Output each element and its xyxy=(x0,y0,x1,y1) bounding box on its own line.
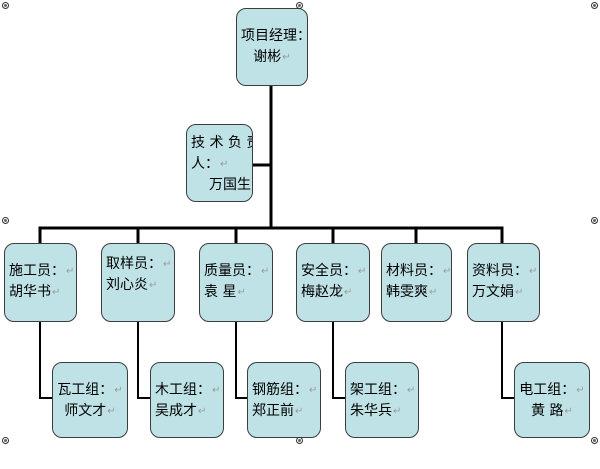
safety-officer-title: 安全员： xyxy=(301,263,357,279)
sampling-officer-title: 取样员： xyxy=(106,256,162,272)
materials-officer-title: 材料员： xyxy=(386,263,442,279)
carpentry-team-title: 木工组： xyxy=(155,382,211,398)
link-rebar-team xyxy=(235,322,247,399)
paragraph-mark-icon: ↵ xyxy=(198,406,207,417)
selection-handle-icon[interactable] xyxy=(591,217,598,224)
paragraph-mark-icon: ↵ xyxy=(344,287,353,298)
selection-handle-icon[interactable] xyxy=(2,437,9,444)
paragraph-mark-icon: ↵ xyxy=(358,266,367,277)
paragraph-mark-icon: ↵ xyxy=(282,52,291,63)
paragraph-mark-icon: ↵ xyxy=(407,385,416,396)
paragraph-mark-icon: ↵ xyxy=(163,259,172,270)
rebar-team-title: 钢筋组： xyxy=(252,382,308,398)
quality-officer-title: 质量员： xyxy=(204,263,260,279)
node-construction-officer[interactable]: 施工员：↵ 胡华书↵ xyxy=(4,243,77,322)
paragraph-mark-icon: ↵ xyxy=(66,266,75,277)
paragraph-mark-icon: ↵ xyxy=(564,406,573,417)
selection-handle-icon[interactable] xyxy=(296,437,303,444)
construction-officer-title: 施工员： xyxy=(9,263,65,279)
node-safety-officer[interactable]: 安全员：↵ 梅赵龙↵ xyxy=(296,243,370,322)
paragraph-mark-icon: ↵ xyxy=(576,385,585,396)
documents-officer-title: 资料员： xyxy=(472,263,528,279)
project-manager-name: 谢彬 xyxy=(253,49,282,65)
selection-handle-icon[interactable] xyxy=(296,2,303,9)
paragraph-mark-icon: ↵ xyxy=(295,406,304,417)
node-project-manager[interactable]: 项目经理： 谢彬↵ xyxy=(236,8,308,86)
materials-officer-name: 韩雯爽 xyxy=(386,284,428,300)
electric-team-title: 电工组： xyxy=(519,382,576,398)
technical-lead-title-2: 人： xyxy=(191,156,219,172)
node-materials-officer[interactable]: 材料员：↵ 韩雯爽↵ xyxy=(381,243,452,322)
paragraph-mark-icon: ↵ xyxy=(237,287,246,298)
link-scaffold-team xyxy=(332,322,345,399)
technical-lead-title-1: 技 术 负 责 xyxy=(191,135,252,151)
node-sampling-officer[interactable]: 取样员：↵ 刘心炎↵ xyxy=(101,243,175,322)
node-carpentry-team[interactable]: 木工组：↵ 吴成才↵ xyxy=(150,362,224,438)
node-technical-lead[interactable]: 技 术 负 责 人：↵ 万国生↵ xyxy=(186,124,253,202)
carpentry-team-name: 吴成才 xyxy=(155,403,197,419)
node-scaffold-team[interactable]: 架工组：↵ 朱华兵↵ xyxy=(345,362,419,438)
paragraph-mark-icon: ↵ xyxy=(261,266,270,277)
paragraph-mark-icon: ↵ xyxy=(149,280,158,291)
paragraph-mark-icon: ↵ xyxy=(52,287,61,298)
scaffold-team-name: 朱华兵 xyxy=(350,403,392,419)
node-rebar-team[interactable]: 钢筋组：↵ 郑正前↵ xyxy=(247,362,321,438)
selection-handle-icon[interactable] xyxy=(591,437,598,444)
selection-handle-icon[interactable] xyxy=(591,2,598,9)
selection-handle-icon[interactable] xyxy=(2,2,9,9)
quality-officer-name: 袁 星 xyxy=(204,284,237,300)
node-tile-team[interactable]: 瓦工组：↵ 师文才↵ xyxy=(52,362,128,438)
rebar-team-name: 郑正前 xyxy=(252,403,294,419)
paragraph-mark-icon: ↵ xyxy=(114,385,123,396)
link-tile-team xyxy=(39,322,52,399)
paragraph-mark-icon: ↵ xyxy=(212,385,221,396)
paragraph-mark-icon: ↵ xyxy=(309,385,318,396)
paragraph-mark-icon: ↵ xyxy=(252,180,253,191)
tile-team-title: 瓦工组： xyxy=(57,382,114,398)
documents-officer-name: 万文娟 xyxy=(472,284,514,300)
technical-lead-name: 万国生 xyxy=(209,177,251,193)
paragraph-mark-icon: ↵ xyxy=(429,287,438,298)
project-manager-title: 项目经理： xyxy=(241,28,308,44)
construction-officer-name: 胡华书 xyxy=(9,284,51,300)
node-documents-officer[interactable]: 资料员：↵ 万文娟↵ xyxy=(467,243,540,322)
safety-officer-name: 梅赵龙 xyxy=(301,284,343,300)
node-electric-team[interactable]: 电工组：↵ 黄 路↵ xyxy=(514,362,590,438)
paragraph-mark-icon: ↵ xyxy=(107,406,116,417)
paragraph-mark-icon: ↵ xyxy=(515,287,524,298)
link-carpentry-team xyxy=(137,322,150,399)
link-electric-team xyxy=(501,322,514,399)
paragraph-mark-icon: ↵ xyxy=(443,266,452,277)
selection-handle-icon[interactable] xyxy=(2,217,9,224)
sampling-officer-name: 刘心炎 xyxy=(106,277,148,293)
node-quality-officer[interactable]: 质量员：↵ 袁 星↵ xyxy=(199,243,273,322)
electric-team-name: 黄 路 xyxy=(531,403,564,419)
paragraph-mark-icon: ↵ xyxy=(220,159,229,170)
scaffold-team-title: 架工组： xyxy=(350,382,406,398)
tile-team-name: 师文才 xyxy=(64,403,107,419)
paragraph-mark-icon: ↵ xyxy=(529,266,538,277)
paragraph-mark-icon: ↵ xyxy=(393,406,402,417)
